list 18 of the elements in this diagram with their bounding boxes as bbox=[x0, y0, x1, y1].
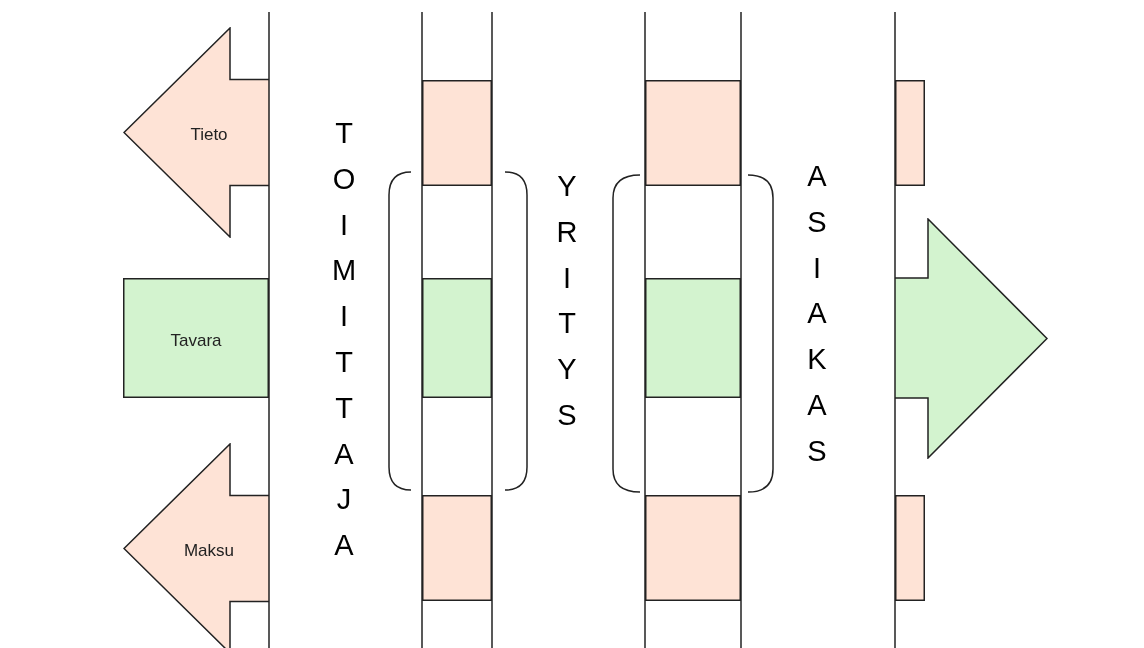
flow-block bbox=[422, 80, 492, 186]
flow-block bbox=[422, 495, 492, 601]
flow-block bbox=[123, 278, 269, 398]
block-arrow bbox=[123, 443, 269, 648]
flow-block bbox=[895, 495, 925, 601]
vertical-label: ASIAKAS bbox=[806, 159, 828, 469]
block-arrow bbox=[895, 218, 1048, 459]
flow-block bbox=[645, 80, 741, 186]
flow-block bbox=[645, 495, 741, 601]
block-arrow bbox=[123, 27, 269, 238]
flow-block bbox=[895, 80, 925, 186]
vertical-label: YRITYS bbox=[555, 169, 579, 433]
vertical-label: TOIMITTAJA bbox=[330, 116, 358, 564]
block-label: Tavara bbox=[170, 330, 222, 352]
flow-block bbox=[422, 278, 492, 398]
flow-block bbox=[645, 278, 741, 398]
block-label: Maksu bbox=[183, 540, 235, 562]
block-label: Tieto bbox=[190, 124, 228, 146]
